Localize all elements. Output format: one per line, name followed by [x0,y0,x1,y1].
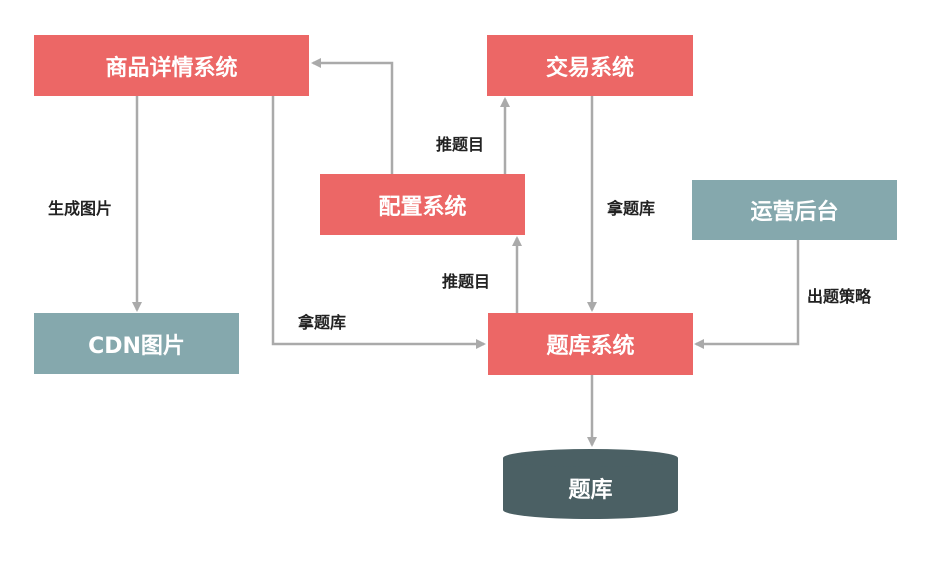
edge-label-product-to-bank: 拿题库 [298,313,347,332]
ops-backend-node[interactable]: 运营后台 [692,180,897,240]
cdn-image-node[interactable]: CDN图片 [34,313,239,374]
question-bank-system-node[interactable]: 题库系统 [488,313,693,375]
config-system-node[interactable]: 配置系统 [320,174,525,235]
question-bank-db-label: 题库 [568,478,613,503]
cdn-image-label: CDN图片 [88,333,185,359]
edge-config-to-product [311,58,394,174]
edge-ops-to-bank [694,240,800,349]
trade-system-label: 交易系统 [545,55,634,81]
edge-label-bank-to-config: 推题目 [442,272,491,291]
database-cylinder [503,449,678,519]
edge-product-to-bank [271,96,486,349]
edge-label-product-to-cdn: 生成图片 [48,199,113,218]
trade-system-node[interactable]: 交易系统 [487,35,693,96]
product-detail-system-node[interactable]: 商品详情系统 [34,35,309,96]
ops-backend-label: 运营后台 [750,200,839,225]
edge-label-trade-to-bank: 拿题库 [607,199,656,218]
question-bank-system-label: 题库系统 [546,334,635,359]
edge-label-ops-to-bank: 出题策略 [807,287,872,306]
edge-label-config-to-trade: 推题目 [436,135,485,154]
config-system-label: 配置系统 [378,194,467,220]
product-detail-system-label: 商品详情系统 [105,55,238,81]
